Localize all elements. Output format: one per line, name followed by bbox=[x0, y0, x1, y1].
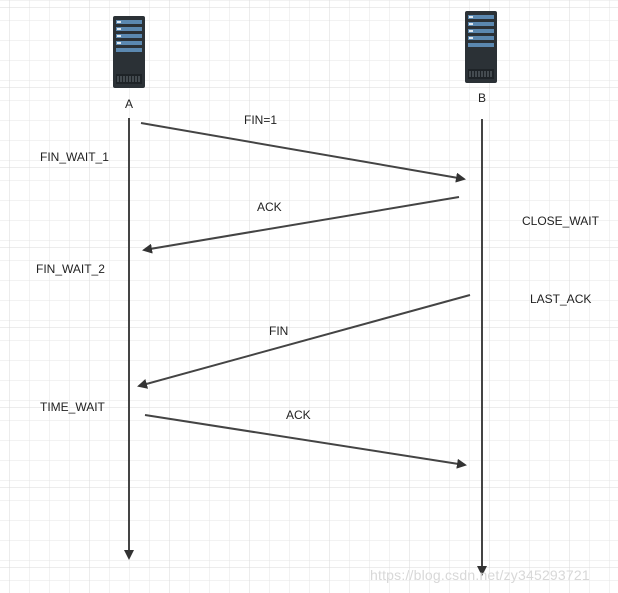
arrow-fin-1 bbox=[140, 122, 466, 183]
arrow-fin-2 bbox=[137, 294, 471, 389]
watermark: https://blog.csdn.net/zy345293721 bbox=[370, 567, 590, 583]
host-b-label: B bbox=[478, 91, 487, 105]
state-fin-wait-1: FIN_WAIT_1 bbox=[40, 150, 109, 164]
state-last-ack: LAST_ACK bbox=[530, 292, 592, 306]
server-a-icon bbox=[113, 16, 145, 88]
message-fin-2: FIN bbox=[269, 324, 289, 338]
state-time-wait: TIME_WAIT bbox=[40, 400, 105, 414]
arrow-ack-2 bbox=[144, 414, 467, 469]
server-b-icon bbox=[465, 11, 497, 83]
state-close-wait: CLOSE_WAIT bbox=[522, 214, 599, 228]
state-fin-wait-2: FIN_WAIT_2 bbox=[36, 262, 105, 276]
message-fin-1: FIN=1 bbox=[244, 113, 278, 127]
message-ack-1: ACK bbox=[257, 200, 282, 214]
arrow-ack-1 bbox=[142, 196, 460, 254]
message-ack-2: ACK bbox=[286, 408, 311, 422]
host-a-label: A bbox=[125, 97, 134, 111]
